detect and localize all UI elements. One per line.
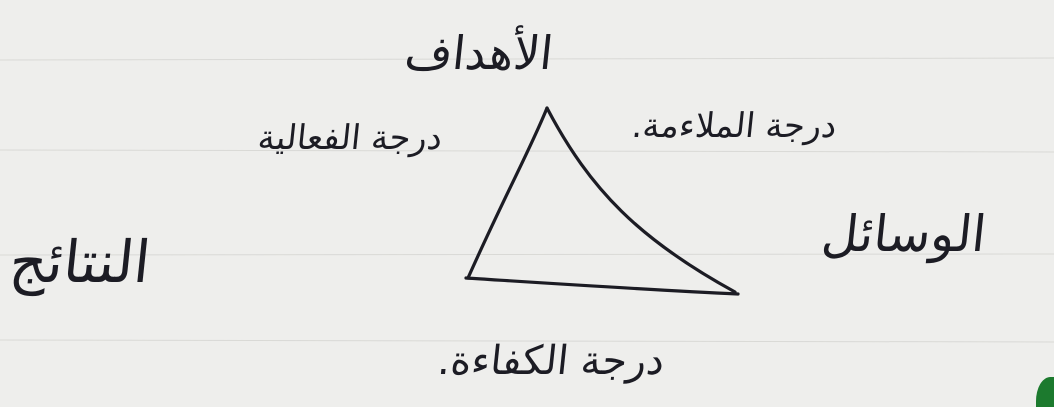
triangle-bottom-edge — [464, 276, 740, 296]
triangle-right-edge — [545, 106, 737, 294]
vertex-right-label: الوسائل — [818, 205, 989, 263]
right-edge-label: درجة الملاءمة. — [629, 106, 839, 146]
triangle-left-edge — [466, 106, 549, 280]
vertex-left-label: النتائج — [6, 228, 154, 296]
corner-leaf-decoration — [1036, 377, 1054, 407]
bottom-edge-label: درجة الكفاءة. — [435, 338, 667, 384]
vertex-top-label: الأهداف — [402, 26, 556, 80]
left-edge-label: درجة الفعالية — [255, 118, 445, 158]
